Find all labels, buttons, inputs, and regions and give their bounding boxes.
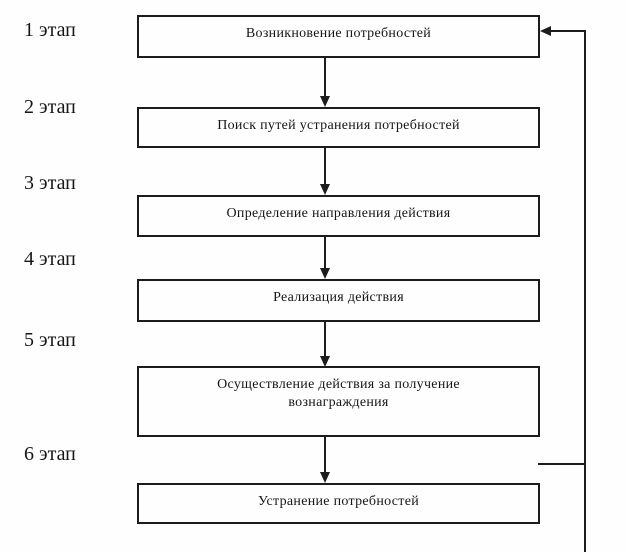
connector-line-4-5 — [324, 322, 326, 357]
stage-5-box: Осуществление действия за получение возн… — [137, 366, 540, 437]
stage-2-box-text: Поиск путей устранения потребностей — [217, 118, 460, 133]
feedback-vertical-line — [584, 30, 586, 552]
stage-1-label: 1 этап — [24, 19, 76, 41]
stage-1-box-text: Возникновение потребностей — [245, 26, 432, 41]
stage-4-box: Реализация действия — [137, 279, 540, 322]
stage-6-box: Устранение потребностей — [137, 483, 540, 524]
stage-6-box-text: Устранение потребностей — [257, 494, 420, 509]
stage-6-label: 6 этап — [24, 443, 76, 465]
stage-2-label: 2 этап — [24, 96, 76, 118]
stage-4-box-text: Реализация действия — [273, 290, 404, 305]
arrow-down-icon-3-4 — [320, 268, 330, 279]
connector-line-1-2 — [324, 58, 326, 97]
connector-line-5-6 — [324, 437, 326, 473]
arrow-down-icon-2-3 — [320, 184, 330, 195]
feedback-stub-line — [538, 463, 586, 465]
stage-2-box: Поиск путей устранения потребностей — [137, 107, 540, 148]
stage-3-box: Определение направления действия — [137, 195, 540, 237]
stage-5-box-text: Осуществление действия за получение возн… — [217, 377, 460, 410]
arrow-down-icon-1-2 — [320, 96, 330, 107]
connector-line-3-4 — [324, 237, 326, 269]
stage-1-box: Возникновение потребностей — [137, 15, 540, 58]
stage-3-label: 3 этап — [24, 172, 76, 194]
arrow-left-icon-feedback — [540, 26, 551, 36]
connector-line-2-3 — [324, 148, 326, 185]
arrow-down-icon-5-6 — [320, 472, 330, 483]
arrow-down-icon-4-5 — [320, 356, 330, 367]
feedback-top-line — [551, 30, 586, 32]
stage-5-label: 5 этап — [24, 329, 76, 351]
stage-3-box-text: Определение направления действия — [226, 206, 451, 221]
stage-4-label: 4 этап — [24, 248, 76, 270]
